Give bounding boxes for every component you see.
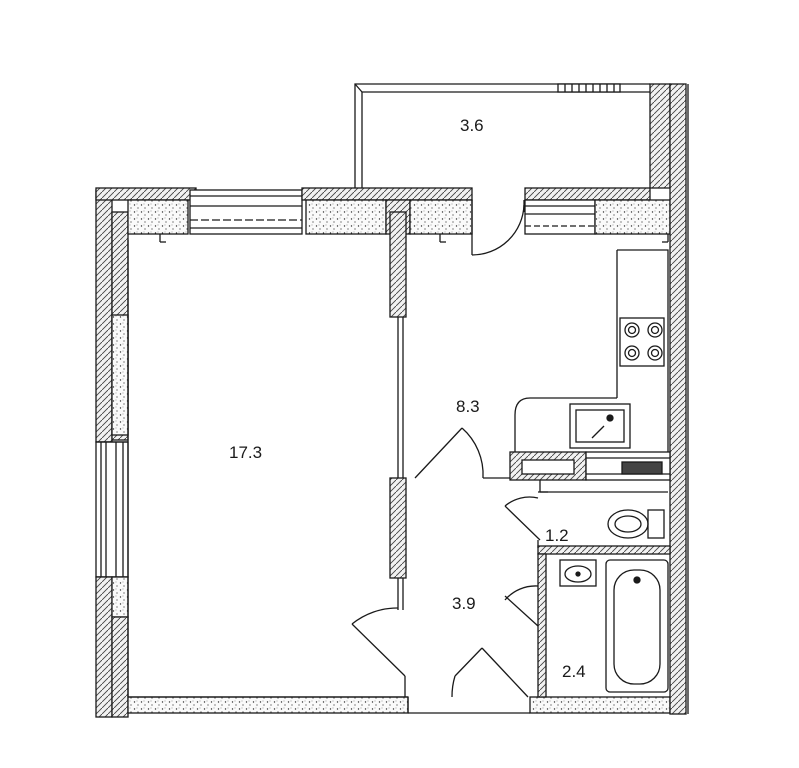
kitchen-door [414, 427, 520, 479]
kitchen-bottom-wall [509, 451, 671, 493]
balcony [354, 83, 671, 189]
left-exterior-wall [95, 189, 129, 718]
interior-wall-living-kitchen [389, 211, 407, 610]
top-wall-kitchen [524, 187, 671, 243]
living-room-area-label: 17.3 [229, 443, 262, 462]
right-exterior-wall [669, 83, 689, 715]
top-wall-living [95, 187, 473, 243]
entrance-door [351, 607, 530, 714]
toilet-room [504, 491, 671, 555]
hallway-area-label: 3.9 [452, 594, 476, 613]
bathroom-area-label: 2.4 [562, 662, 586, 681]
kitchen-area-label: 8.3 [456, 397, 480, 416]
bottom-wall [127, 696, 671, 714]
bathroom-room [504, 553, 669, 698]
balcony-door [471, 200, 525, 256]
kitchen-counter [514, 249, 669, 452]
balcony-area-label: 3.6 [460, 116, 484, 135]
toilet-area-label: 1.2 [545, 526, 569, 545]
